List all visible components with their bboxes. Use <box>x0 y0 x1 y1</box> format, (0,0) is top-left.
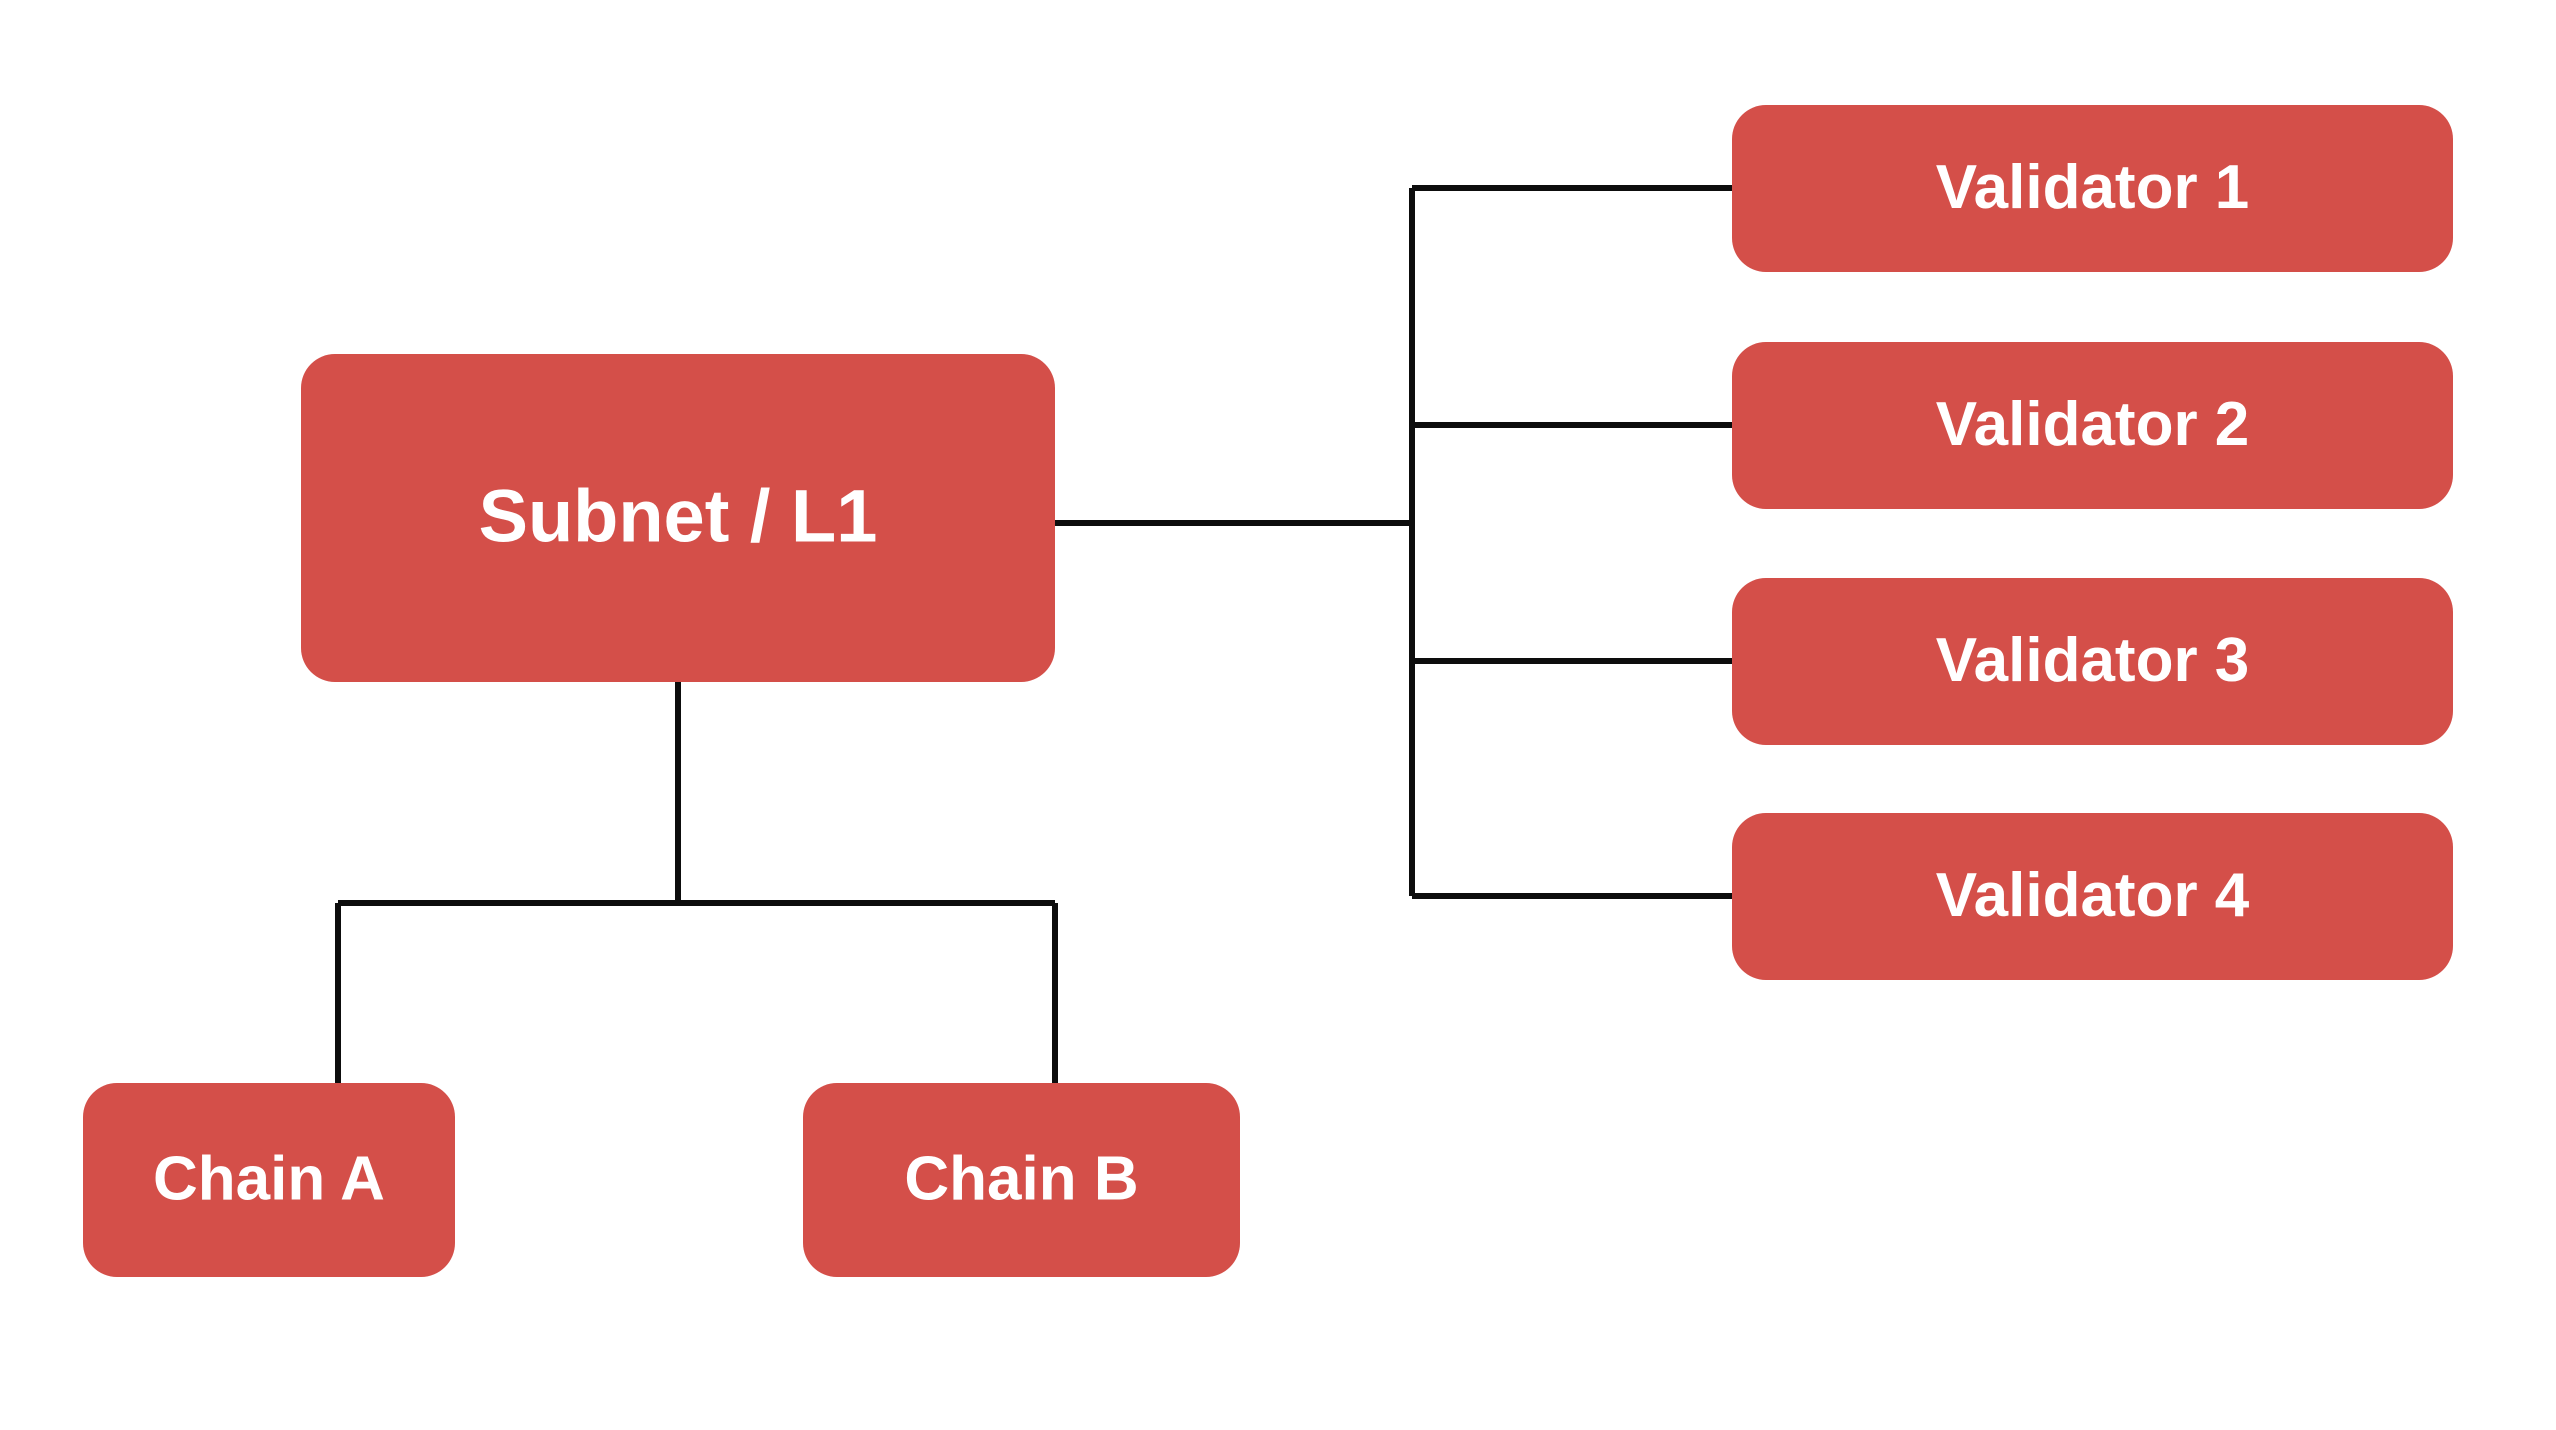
node-chain-b-label: Chain B <box>904 1144 1138 1213</box>
node-validator-1[interactable]: Validator 1 <box>1732 105 2453 272</box>
node-validator-1-label: Validator 1 <box>1936 153 2250 222</box>
node-validator-3-label: Validator 3 <box>1936 626 2250 695</box>
edges-validators <box>1055 185 1732 899</box>
node-group-chains: Chain A Chain B <box>83 1083 1240 1277</box>
node-validator-4[interactable]: Validator 4 <box>1732 813 2453 980</box>
node-group-validators: Validator 1 Validator 2 Validator 3 Vali… <box>1732 105 2453 980</box>
node-subnet-l1[interactable]: Subnet / L1 <box>301 354 1055 682</box>
node-validator-2[interactable]: Validator 2 <box>1732 342 2453 509</box>
node-chain-a-box[interactable] <box>83 1083 455 1277</box>
node-validator-4-box[interactable] <box>1732 813 2453 980</box>
node-validator-3[interactable]: Validator 3 <box>1732 578 2453 745</box>
edges-chains <box>335 682 1058 1083</box>
node-validator-2-box[interactable] <box>1732 342 2453 509</box>
node-subnet-l1-box[interactable] <box>301 354 1055 682</box>
node-subnet-l1-label: Subnet / L1 <box>479 475 878 558</box>
node-chain-b-box[interactable] <box>803 1083 1240 1277</box>
node-chain-a[interactable]: Chain A <box>83 1083 455 1277</box>
node-validator-1-box[interactable] <box>1732 105 2453 272</box>
node-chain-b[interactable]: Chain B <box>803 1083 1240 1277</box>
node-chain-a-label: Chain A <box>153 1144 385 1213</box>
node-validator-4-label: Validator 4 <box>1936 861 2250 930</box>
node-validator-3-box[interactable] <box>1732 578 2453 745</box>
node-validator-2-label: Validator 2 <box>1936 390 2250 459</box>
